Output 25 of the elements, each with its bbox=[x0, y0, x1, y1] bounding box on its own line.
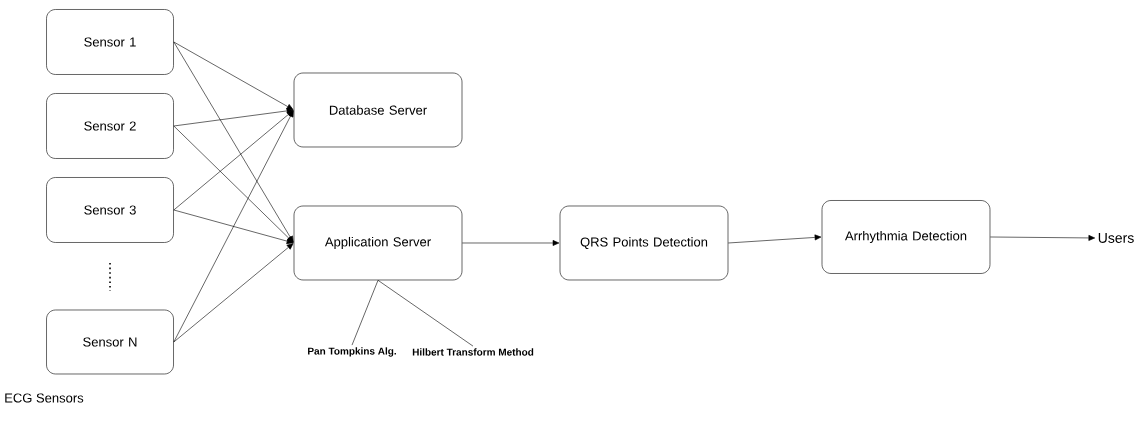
arrow bbox=[173, 243, 294, 343]
arrow bbox=[462, 240, 560, 246]
method-label: Pan Tompkins Alg. bbox=[308, 347, 396, 357]
process-box: Arrhythmia Detection bbox=[821, 200, 991, 274]
arrow bbox=[173, 110, 294, 211]
arrow bbox=[728, 234, 822, 244]
leader-line bbox=[351, 280, 379, 346]
output-text: Users bbox=[1098, 233, 1134, 243]
process-box: Sensor 1 bbox=[46, 9, 174, 75]
method-label: Hilbert Transform Method bbox=[412, 348, 534, 356]
arrow bbox=[990, 235, 1096, 241]
caption-text: ECG Sensors bbox=[5, 393, 84, 403]
leader-line bbox=[377, 280, 474, 347]
arrow bbox=[173, 108, 294, 127]
process-box: QRS Points Detection bbox=[559, 205, 729, 281]
process-box: Sensor N bbox=[46, 309, 174, 375]
arrow bbox=[173, 110, 294, 343]
process-box: Sensor 2 bbox=[46, 93, 174, 159]
process-box: Sensor 3 bbox=[46, 177, 174, 243]
arrow bbox=[173, 41, 294, 243]
arrow bbox=[173, 41, 294, 110]
process-box: Database Server bbox=[293, 72, 463, 148]
arrow bbox=[173, 125, 294, 243]
process-box: Application Server bbox=[293, 205, 463, 281]
arrow bbox=[173, 209, 294, 245]
